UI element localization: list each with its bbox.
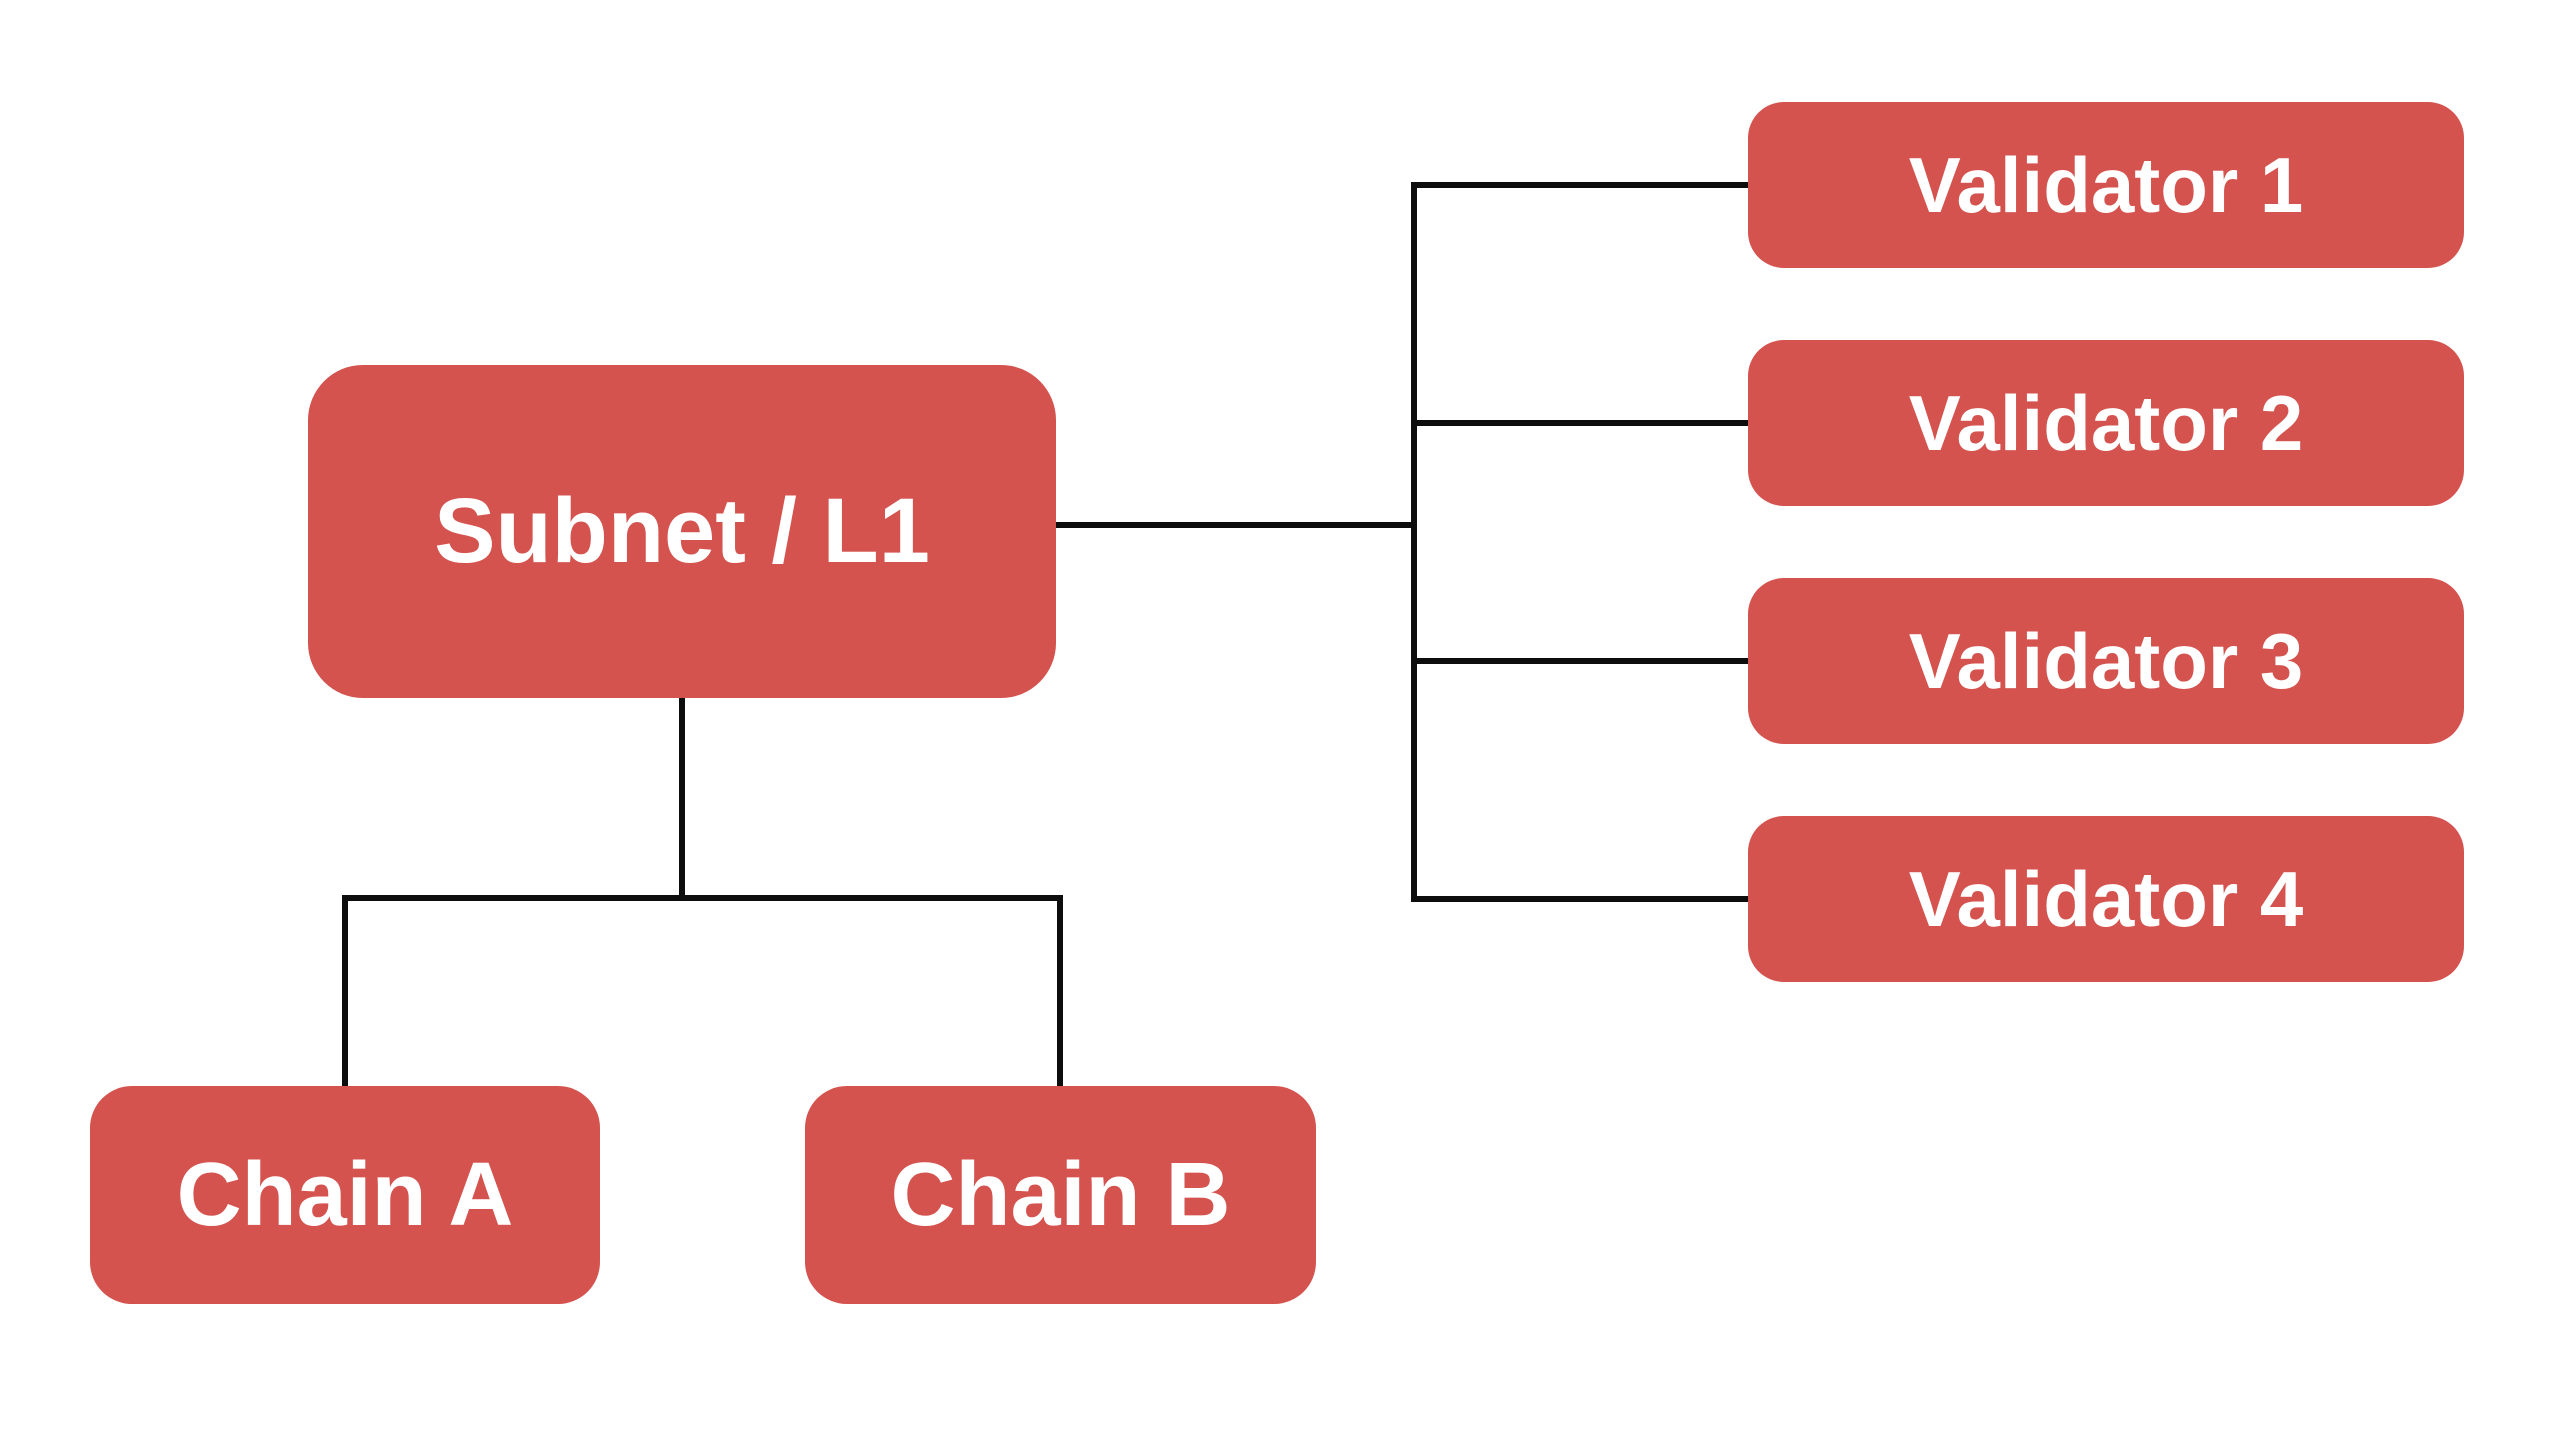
- node-validator-2-label: Validator 2: [1908, 378, 2304, 467]
- node-validator-3: Validator 3: [1748, 578, 2464, 744]
- node-validator-1-label: Validator 1: [1908, 140, 2304, 229]
- node-validator-2: Validator 2: [1748, 340, 2464, 506]
- node-chain-b: Chain B: [805, 1086, 1316, 1304]
- node-validator-4-label: Validator 4: [1908, 854, 2304, 943]
- node-chain-a: Chain A: [90, 1086, 600, 1304]
- node-validator-3-label: Validator 3: [1908, 616, 2304, 705]
- node-subnet-l1: Subnet / L1: [308, 365, 1056, 698]
- node-validator-1: Validator 1: [1748, 102, 2464, 268]
- node-chain-b-label: Chain B: [890, 1144, 1231, 1245]
- node-subnet-l1-label: Subnet / L1: [434, 480, 930, 582]
- node-validator-4: Validator 4: [1748, 816, 2464, 982]
- node-chain-a-label: Chain A: [176, 1144, 514, 1245]
